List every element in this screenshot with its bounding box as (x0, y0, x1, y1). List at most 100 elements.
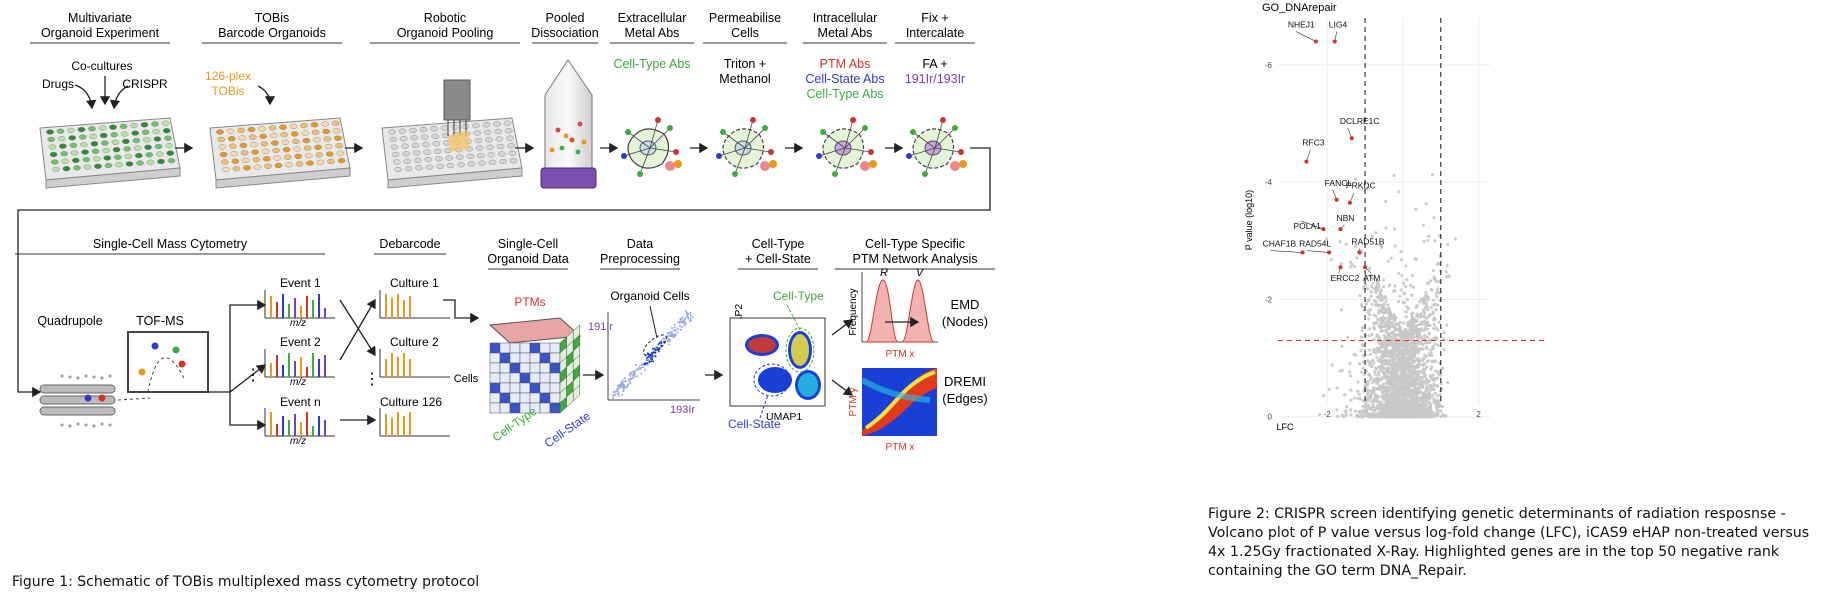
y-tick-label: 0 (1268, 413, 1273, 422)
step-header-line2-row1-headers-3: Dissociation (531, 26, 598, 40)
volcano-xlabel: LFC (1276, 422, 1294, 432)
umap1-label: UMAP1 (766, 411, 802, 423)
y-tick-label: -4 (1265, 178, 1273, 187)
ptms-axis-label: PTMs (514, 295, 545, 309)
highlighted-point-nbn (1338, 227, 1343, 232)
emd-label: EMD (951, 297, 980, 312)
gene-label-dclre1c: DCLRE1C (1340, 116, 1380, 126)
barcode-plate-icon (209, 117, 351, 189)
step-header-row1-headers-4: Extracellular (618, 11, 687, 25)
fa-label: FA + (922, 57, 947, 71)
mass-cytometer: Quadrupole TOF-MS (37, 299, 267, 431)
step-header-row1-headers-5: Permeabilise (709, 11, 781, 25)
highlighted-point-pola1 (1321, 227, 1326, 232)
highlighted-point-ercc2 (1338, 265, 1343, 270)
step-header-line2-row2-headers-3: Preprocessing (600, 252, 680, 266)
highlighted-point-rad54l (1327, 250, 1332, 255)
well-plate-icon (39, 117, 181, 189)
gene-label-prkdc: PRKDC (1346, 181, 1376, 191)
iridium-label: 191Ir/193Ir (905, 72, 965, 86)
data-cube: PTMs Cells Cell-Type Cell-State (454, 295, 605, 451)
cell-type-abs-label: Cell-Type Abs (613, 57, 690, 71)
dissociation-tube-icon (540, 59, 597, 189)
organoid-cells-label: Organoid Cells (610, 289, 689, 303)
step-header-line2-row1-headers-2: Organoid Pooling (397, 26, 494, 40)
volcano-threshold-lines (1278, 18, 1545, 405)
x-tick-label: 2 (1476, 410, 1481, 419)
figure2-caption: Figure 2: CRISPR screen identifying gene… (1208, 506, 1810, 579)
cell-icons (621, 117, 967, 177)
volcano-ylabel: P value (log10) (1244, 190, 1254, 250)
umap-plot: UMAP2 UMAP1 Cell-Type Cell-State (728, 289, 854, 431)
step-header-row1-headers-1: TOBis (255, 11, 290, 25)
triton-label: Triton + (724, 57, 766, 71)
step-header-line2-row2-headers-5: PTM Network Analysis (852, 252, 977, 266)
umap-cell-type-label: Cell-Type (773, 289, 824, 303)
gene-label-pola1: POLA1 (1293, 221, 1321, 231)
tof-ms-label: TOF-MS (136, 314, 184, 328)
emd-histogram: R V Frequency PTM x EMD (Nodes) (848, 267, 988, 360)
figure1-caption: Figure 1: Schematic of TOBis multiplexed… (12, 574, 480, 590)
cell-type-abs-label-2: Cell-Type Abs (806, 87, 883, 101)
step-header-row2-headers-3: Data (627, 237, 653, 251)
highlighted-point-prkdc (1347, 200, 1352, 205)
step-header-row1-headers-3: Pooled (546, 11, 585, 25)
x-tick-label: -2 (1324, 410, 1332, 419)
cells-axis-label: Cells (454, 373, 479, 385)
gene-label-chaf1b: CHAF1B (1263, 239, 1297, 249)
volcano-title: GO_DNArepair (1262, 2, 1337, 14)
ir191-axis-label: 191Ir (588, 321, 613, 333)
step-header-row1-headers-7: Fix + (921, 11, 948, 25)
gene-label-atm: ATM (1363, 273, 1380, 283)
highlighted-point-fancl (1334, 197, 1339, 202)
tobis-plate-step: 126-plex TOBis (205, 69, 351, 189)
ptm-y-label: PTM y (848, 388, 859, 417)
volcano-background-points (1317, 173, 1457, 419)
step-header-line2-row1-headers-5: Cells (731, 26, 759, 40)
dremi-heatmap: PTM y PTM x DREMI (Edges) (848, 368, 988, 453)
step-header-line2-row1-headers-1: Barcode Organoids (218, 26, 326, 40)
culture-spectra: Culture 1 Culture 2 Culture 126 ⋮ (364, 276, 442, 409)
step-header-row2-headers-0: Single-Cell Mass Cytometry (93, 237, 248, 251)
cell-state-abs-label: Cell-State Abs (805, 72, 884, 86)
y-tick-label: -2 (1265, 295, 1273, 304)
gene-label-nbn: NBN (1336, 213, 1354, 223)
gene-label-ercc2: ERCC2 (1330, 273, 1359, 283)
emd-nodes-label: (Nodes) (942, 314, 988, 329)
ellipsis-dots: ⋮ (245, 367, 261, 384)
highlighted-point-dclre1c (1349, 136, 1354, 141)
ir193-axis-label: 193Ir (670, 404, 695, 416)
gene-label-rfc3: RFC3 (1302, 138, 1324, 148)
highlighted-point-rad51b (1357, 250, 1362, 255)
highlighted-point-chaf1b (1300, 250, 1305, 255)
frequency-label: Frequency (848, 288, 859, 335)
cube-cell-state-label: Cell-State (542, 409, 593, 451)
mz-label-1: m/z (290, 318, 306, 329)
dremi-label: DREMI (944, 374, 986, 389)
gene-label-nhej1: NHEJ1 (1288, 19, 1315, 29)
cell-icon-4 (906, 117, 967, 177)
step-header-row1-headers-6: Intracellular (813, 11, 878, 25)
culture-2-label: Culture 2 (390, 335, 439, 349)
cell-icon-3 (816, 117, 877, 177)
event-1-label: Event 1 (280, 276, 321, 290)
gene-label-fancl: FANCL (1325, 178, 1353, 188)
ptm-abs-label: PTM Abs (820, 57, 871, 71)
culture-1-label: Culture 1 (390, 276, 439, 290)
step-header-row2-headers-4: Cell-Type (752, 237, 805, 251)
dremi-edges-label: (Edges) (942, 391, 988, 406)
debarcode-arrows (339, 298, 480, 426)
mz-label-3: m/z (290, 436, 306, 447)
highlighted-point-lig4 (1332, 39, 1337, 44)
event-2-label: Event 2 (280, 335, 321, 349)
step-header-row1-headers-0: Multivariate (68, 11, 132, 25)
step-header-line2-row2-headers-4: + Cell-State (745, 252, 811, 266)
culture-126-label: Culture 126 (380, 395, 442, 409)
quadrupole-label: Quadrupole (37, 314, 102, 328)
preprocessing-plot: Organoid Cells 191Ir 193Ir (588, 289, 724, 416)
step-header-row1-headers-2: Robotic (424, 11, 466, 25)
step-header-row2-headers-5: Cell-Type Specific (865, 237, 965, 251)
v-label: V (916, 267, 925, 279)
